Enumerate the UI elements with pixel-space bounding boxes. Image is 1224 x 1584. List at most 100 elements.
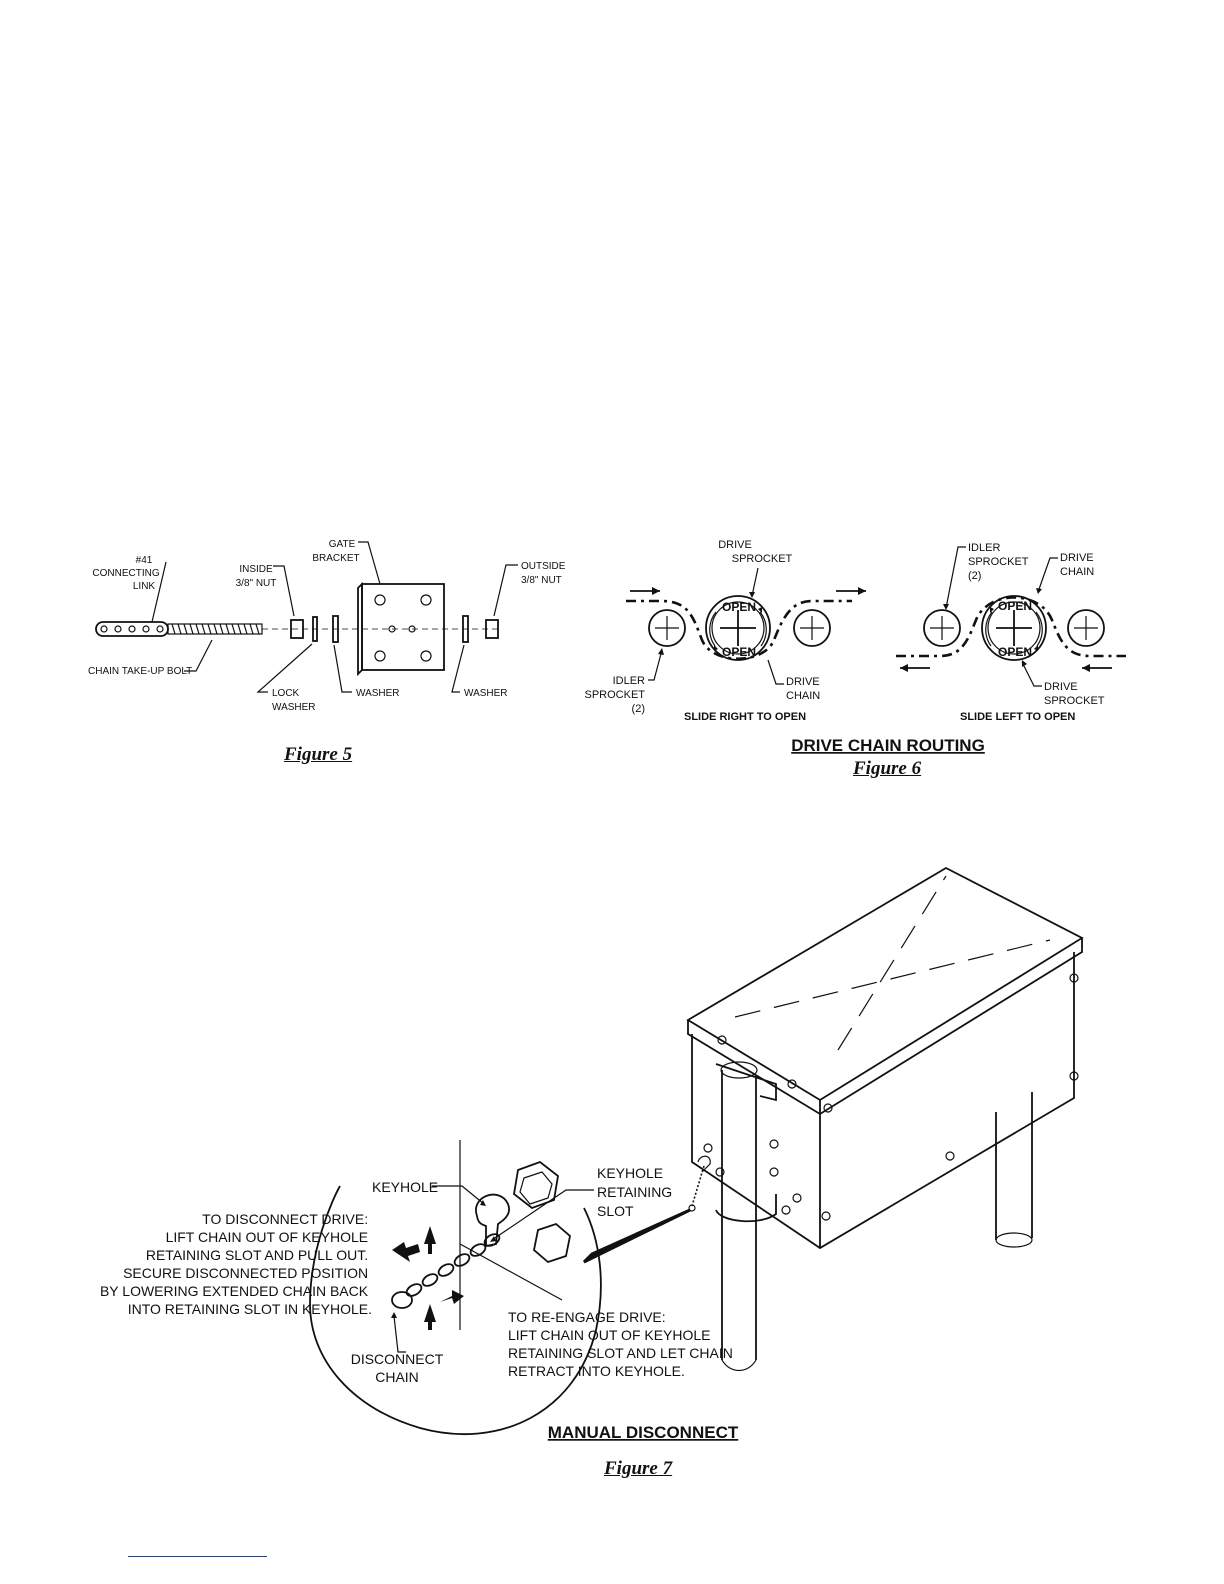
connecting-link-label-1: #41: [136, 555, 153, 566]
reengage-text-2: LIFT CHAIN OUT OF KEYHOLE: [508, 1327, 711, 1343]
disconnect-chain-label-2: CHAIN: [375, 1369, 419, 1385]
inside-nut-label-1: INSIDE: [239, 564, 273, 575]
idler-sprocket-left-a: [648, 609, 686, 647]
connecting-link-label-3: LINK: [133, 581, 156, 592]
washer-2: [462, 615, 469, 643]
outside-nut-label-2: 3/8" NUT: [521, 575, 562, 586]
idler-sprocket-right-b: [1067, 609, 1105, 647]
hex-nut-lower: [533, 1222, 571, 1264]
disconnect-chain-label-1: DISCONNECT: [351, 1351, 444, 1367]
open-right-bottom: OPEN: [998, 645, 1032, 659]
drive-sprocket-right-label-2: SPROCKET: [1044, 695, 1105, 707]
disconnect-text-3: RETAINING SLOT AND PULL OUT.: [146, 1247, 368, 1263]
arrow-icon-right: [440, 1290, 464, 1304]
drive-sprocket-right: [981, 595, 1047, 661]
idler-sprocket-right-a: [923, 609, 961, 647]
figure-7-caption: Figure 7: [604, 1458, 673, 1479]
figure-6-title: DRIVE CHAIN ROUTING: [791, 736, 985, 755]
arrow-icon-left: [392, 1242, 420, 1262]
drive-chain-right-label-2: CHAIN: [1060, 566, 1094, 578]
slide-left-subtitle: SLIDE LEFT TO OPEN: [960, 711, 1075, 723]
slide-right-subtitle: SLIDE RIGHT TO OPEN: [684, 711, 806, 723]
open-right-top: OPEN: [998, 599, 1032, 613]
disconnect-text-5: BY LOWERING EXTENDED CHAIN BACK: [100, 1283, 369, 1299]
footnote-rule: [128, 1556, 267, 1557]
gate-bracket-label-1: GATE: [329, 539, 356, 550]
outside-nut-label-1: OUTSIDE: [521, 561, 566, 572]
drive-sprocket-left-label-2: SPROCKET: [732, 553, 793, 565]
retaining-slot-label-3: SLOT: [597, 1203, 634, 1219]
keyhole-icon: [475, 1193, 510, 1248]
lock-washer: [312, 616, 318, 642]
drive-chain-right-label-1: DRIVE: [1060, 552, 1094, 564]
connecting-link-chain: [95, 621, 169, 637]
figure-6-right-diagram: OPEN OPEN IDLER SPROCKET (2) DRIVE CHAIN DR…: [896, 542, 1126, 723]
reengage-text-3: RETAINING SLOT AND LET CHAIN: [508, 1345, 733, 1361]
lock-washer-label-2: WASHER: [272, 702, 316, 713]
keyhole-detail-circle: [309, 1140, 602, 1436]
idler-left-label-3: (2): [632, 703, 645, 715]
outside-nut: [485, 619, 499, 639]
open-left-top: OPEN: [722, 600, 756, 614]
reengage-text-1: TO RE-ENGAGE DRIVE:: [508, 1309, 666, 1325]
drive-chain-right: [896, 596, 1126, 658]
reengage-text-4: RETRACT INTO KEYHOLE.: [508, 1363, 685, 1379]
figure-6-left-diagram: OPEN OPEN DRIVE SPROCKET IDLER SPROCKET (2)…: [584, 539, 866, 723]
drive-chain-left: [626, 599, 852, 660]
inside-nut: [290, 619, 304, 639]
detail-pointer: [582, 1208, 691, 1264]
idler-right-label-2: SPROCKET: [968, 556, 1029, 568]
washer-2-label: WASHER: [464, 688, 508, 699]
idler-right-label-3: (2): [968, 570, 981, 582]
idler-sprocket-left-b: [793, 609, 831, 647]
washer-1-label: WASHER: [356, 688, 400, 699]
retaining-slot-label-2: RETAINING: [597, 1184, 672, 1200]
keyhole-label: KEYHOLE: [372, 1179, 438, 1195]
svg-text:TO DISCONNECT DRIVE: LIFT: TO DISCONNECT DRIVE: LIFT CHAIN OUT OF K…: [100, 1211, 372, 1317]
hex-nut-upper: [513, 1160, 559, 1210]
disconnect-text-4: SECURE DISCONNECTED POSITION: [123, 1265, 368, 1281]
chain-take-up-bolt: [167, 623, 263, 635]
arrow-icon-up-2: [424, 1304, 436, 1330]
arrow-icon-up-1: [424, 1226, 436, 1254]
operator-box: [686, 866, 1084, 1372]
idler-left-label-1: IDLER: [613, 675, 645, 687]
gate-bracket: [357, 581, 445, 677]
disconnect-chain: [391, 1233, 501, 1309]
inside-nut-label-2: 3/8" NUT: [236, 578, 277, 589]
open-left-bottom: OPEN: [722, 645, 756, 659]
svg-text:TO RE-ENGAGE DRIVE: LIFT C: TO RE-ENGAGE DRIVE: LIFT CHAIN OUT OF KE…: [508, 1309, 737, 1379]
figure-7-title: MANUAL DISCONNECT: [548, 1423, 739, 1442]
washer-1: [332, 615, 339, 643]
idler-left-label-2: SPROCKET: [584, 689, 645, 701]
drive-chain-left-label-1: DRIVE: [786, 676, 820, 688]
retaining-slot-label-1: KEYHOLE: [597, 1165, 663, 1181]
disconnect-text-1: TO DISCONNECT DRIVE:: [202, 1211, 368, 1227]
figure-5-caption: Figure 5: [284, 744, 353, 765]
disconnect-text-6: INTO RETAINING SLOT IN KEYHOLE.: [128, 1301, 372, 1317]
drive-chain-left-label-2: CHAIN: [786, 690, 820, 702]
take-up-bolt-label: CHAIN TAKE-UP BOLT: [88, 666, 192, 677]
gate-bracket-label-2: BRACKET: [312, 553, 359, 564]
figure-6-caption: Figure 6: [853, 758, 922, 779]
drive-sprocket-right-label-1: DRIVE: [1044, 681, 1078, 693]
lock-washer-label-1: LOCK: [272, 688, 300, 699]
idler-right-label-1: IDLER: [968, 542, 1000, 554]
drive-sprocket-left-label-1: DRIVE: [718, 539, 752, 551]
connecting-link-label-2: CONNECTING: [92, 568, 159, 579]
